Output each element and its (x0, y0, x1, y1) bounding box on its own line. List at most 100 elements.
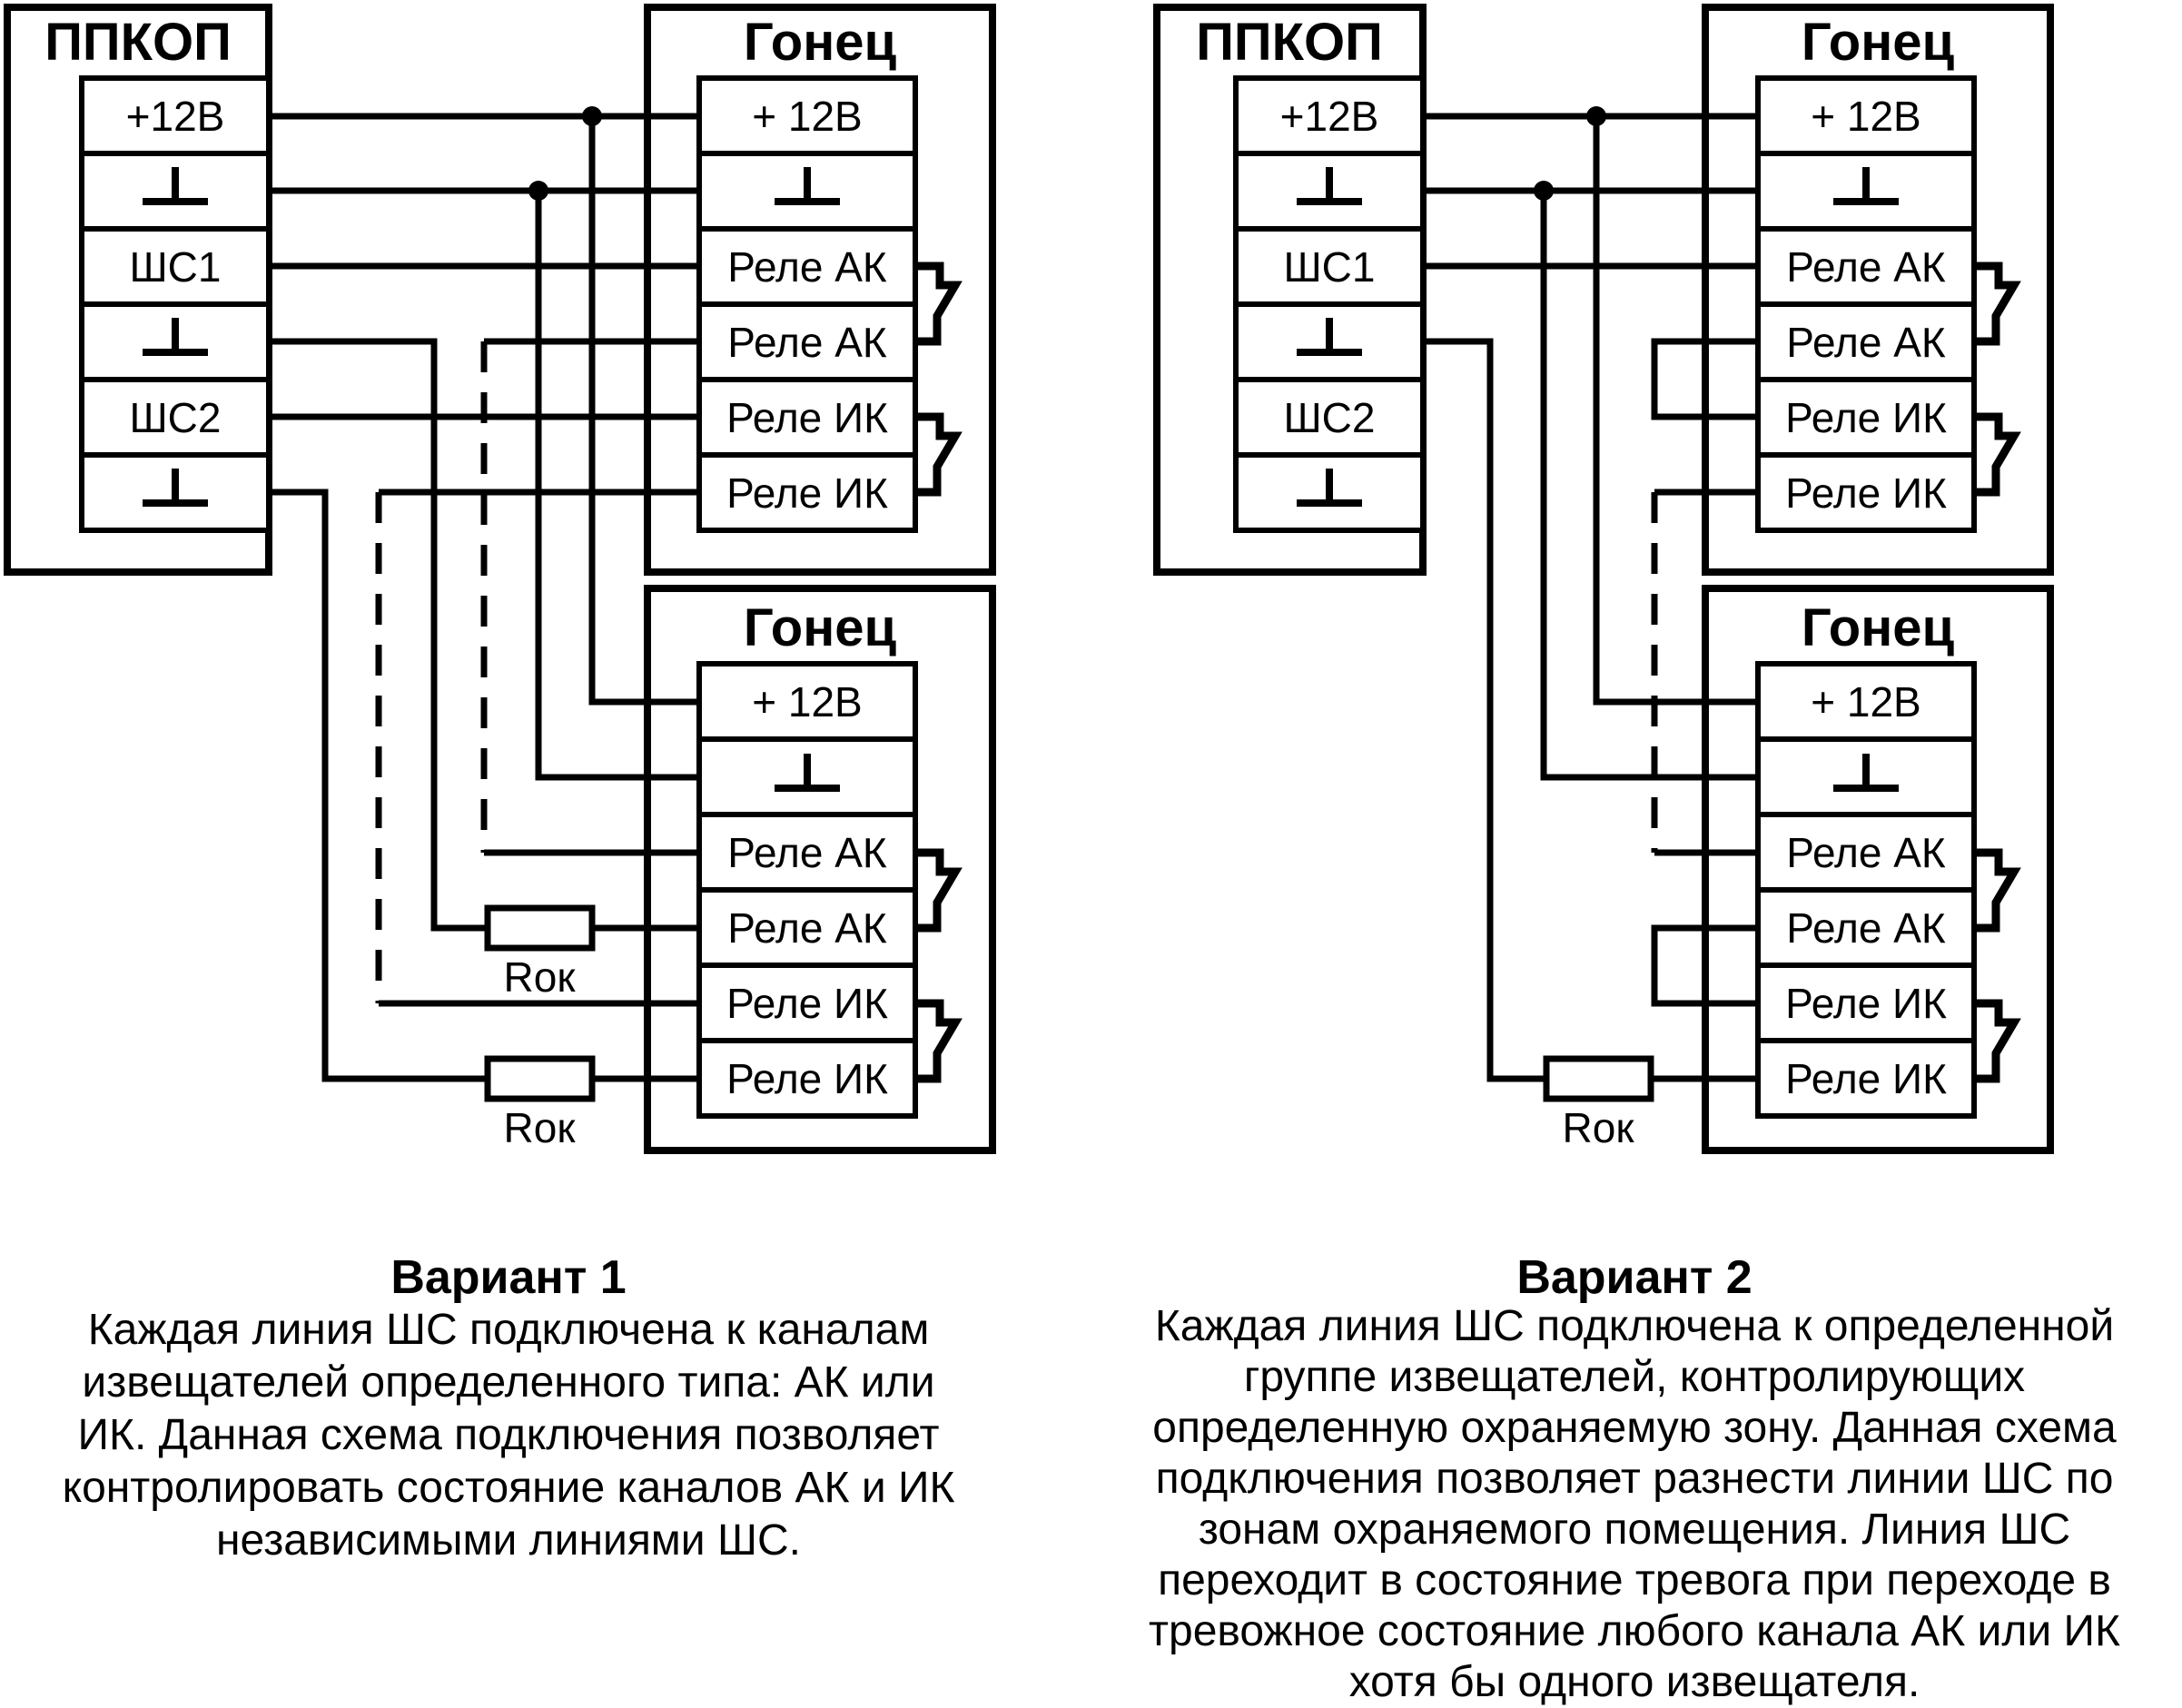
caption-line: группе извещателей, контролирующих (1244, 1353, 2025, 1401)
terminal-label: Реле ИК (726, 469, 888, 517)
terminal-cell (79, 377, 272, 458)
caption-line: определенную охраняемую зону. Данная схе… (1152, 1404, 2117, 1452)
terminal-cell (1755, 377, 1977, 458)
terminal-cell (1755, 963, 1977, 1043)
wire-12v-branch (1593, 116, 1758, 706)
terminal-cell (1233, 452, 1426, 533)
ppkop-title: ППКОП (1196, 13, 1383, 72)
gonets-top-box (644, 4, 996, 576)
ground-icon (775, 167, 840, 205)
gonets-bottom-title: Гонец (1802, 598, 1955, 657)
relay-contact-ik-icon (1974, 999, 2021, 1083)
terminal-label: ШС2 (130, 394, 222, 441)
caption-line: подключения позволяет разнести линии ШС … (1156, 1455, 2114, 1503)
ppkop-title: ППКОП (44, 13, 232, 72)
wire-ak-ik-link-bottom (1651, 924, 1758, 1007)
variant1-diagram: ППКОП Гонец Гонец +12В ШС1 ШС2 + 12В Рел… (4, 4, 996, 1154)
ground-icon (1297, 469, 1362, 507)
ground-icon (143, 318, 208, 356)
caption-line: извещателей определенного типа: АК или (82, 1358, 934, 1407)
terminal-label: Реле АК (727, 243, 887, 291)
caption-line: ИК. Данная схема подключения позволяет (78, 1411, 940, 1459)
junction-dot (1534, 181, 1554, 201)
relay-contact-ak-icon (1974, 262, 2021, 346)
wire-loop2-return (269, 489, 699, 1082)
caption-line: независимыми линиями ШС. (216, 1516, 801, 1565)
terminal-cell (1755, 1038, 1977, 1119)
wire-ground-branch (1540, 191, 1758, 781)
terminal-label: Реле АК (1786, 829, 1946, 876)
resistor-label: Rок (504, 953, 577, 1001)
terminal-cell (1233, 226, 1426, 307)
caption-line: зонам охраняемого помещения. Линия ШС (1199, 1506, 2070, 1554)
terminal-label: ШС1 (130, 243, 222, 291)
gonets-top-title: Гонец (744, 13, 897, 72)
terminal-label: Реле АК (727, 829, 887, 876)
terminal-label: ШС2 (1284, 394, 1376, 441)
relay-contact-ik-icon (1974, 412, 2021, 497)
terminal-label: Реле ИК (1785, 1055, 1947, 1102)
relay-contact-ik-icon (915, 412, 963, 497)
ground-icon (1297, 167, 1362, 205)
terminal-label: +12В (1280, 93, 1379, 140)
terminal-label: + 12В (752, 678, 863, 726)
gonets-bottom-title: Гонец (744, 598, 897, 657)
caption-line: переходит в состояние тревога при перехо… (1158, 1556, 2111, 1604)
junction-dot (582, 106, 602, 126)
terminal-cell (696, 226, 918, 307)
caption-line: тревожное состояние любого канала АК или… (1149, 1607, 2120, 1655)
relay-contact-ik-icon (915, 999, 963, 1083)
resistor-rok (1543, 1055, 1654, 1102)
wire-loop1-return (269, 338, 699, 932)
terminal-cell (79, 226, 272, 307)
caption-title: Вариант 2 (1516, 1251, 1752, 1304)
terminal-label: Реле АК (727, 319, 887, 366)
caption-variant2: Вариант 2 Каждая линия ШС подключена к о… (1149, 1251, 2120, 1706)
terminal-label: + 12В (1811, 678, 1921, 726)
terminal-label: Реле АК (727, 904, 887, 952)
wire-ground-branch (535, 191, 699, 781)
gonets-top-box (1702, 4, 2054, 576)
relay-contact-ak-icon (1974, 848, 2021, 933)
wire-12v-branch (588, 116, 699, 706)
relay-contact-ak-icon (915, 262, 963, 346)
terminal-label: Реле АК (1786, 319, 1946, 366)
terminal-label: Реле ИК (726, 980, 888, 1027)
terminal-cell (1755, 452, 1977, 533)
resistor-rok-2 (484, 1055, 596, 1102)
terminal-label: Реле АК (1786, 243, 1946, 291)
caption-line: Каждая линия ШС подключена к каналам (88, 1306, 930, 1354)
resistor-label: Rок (504, 1104, 577, 1151)
terminal-label: ШС1 (1284, 243, 1376, 291)
ground-icon (1297, 318, 1362, 356)
terminal-label: + 12В (1811, 93, 1921, 140)
resistor-label: Rок (1563, 1104, 1635, 1151)
terminal-label: Реле ИК (1785, 469, 1947, 517)
variant2-diagram: ППКОП Гонец Гонец +12В ШС1 ШС2 + 12В Рел… (1153, 4, 2054, 1154)
terminal-label: +12В (126, 93, 225, 140)
ground-icon (775, 754, 840, 792)
wire-ak-ik-link-top (1651, 338, 1758, 420)
junction-dot (1586, 106, 1606, 126)
ground-icon (1833, 754, 1899, 792)
caption-title: Вариант 1 (390, 1251, 626, 1304)
junction-dot (528, 181, 548, 201)
caption-line: хотя бы одного извещателя. (1349, 1658, 1920, 1706)
terminal-label: Реле АК (1786, 904, 1946, 952)
terminal-label: Реле ИК (726, 394, 888, 441)
terminal-label: Реле ИК (1785, 394, 1947, 441)
caption-line: Каждая линия ШС подключена к определенно… (1155, 1302, 2114, 1350)
terminal-cell (696, 1038, 918, 1119)
gonets-top-title: Гонец (1802, 13, 1955, 72)
terminal-label: Реле ИК (726, 1055, 888, 1102)
terminal-label: Реле ИК (1785, 980, 1947, 1027)
terminal-label: + 12В (752, 93, 863, 140)
terminal-cell (1755, 661, 1977, 742)
ground-icon (143, 469, 208, 507)
terminal-cell (696, 963, 918, 1043)
relay-contact-ak-icon (915, 848, 963, 933)
gonets-bottom-box (644, 585, 996, 1154)
terminal-cell (79, 75, 272, 156)
gonets-bottom-box (1702, 585, 2054, 1154)
